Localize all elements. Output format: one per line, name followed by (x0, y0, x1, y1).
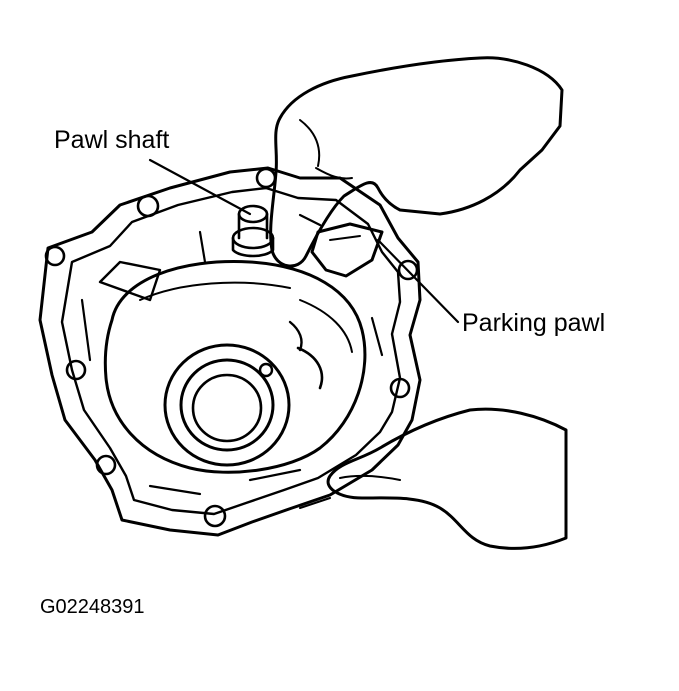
hand-icon (326, 407, 568, 550)
leader-line-pawl-shaft (148, 158, 252, 216)
bearing-bore (163, 343, 291, 467)
hand-icon (269, 56, 564, 268)
parking-pawl (310, 222, 384, 278)
housing-bowl-inner-line (139, 281, 291, 301)
pawl-shaft-label: Pawl shaft (54, 126, 170, 154)
housing-inner-flange (60, 186, 402, 516)
figure-id: G02248391 (40, 596, 145, 618)
bolt-holes (44, 167, 419, 528)
parking-pawl-label: Parking pawl (462, 309, 606, 337)
housing-bowl (103, 260, 367, 474)
pawl-shaft (231, 204, 275, 258)
leader-line-parking-pawl (376, 238, 460, 324)
housing-outer-flange (38, 166, 422, 537)
